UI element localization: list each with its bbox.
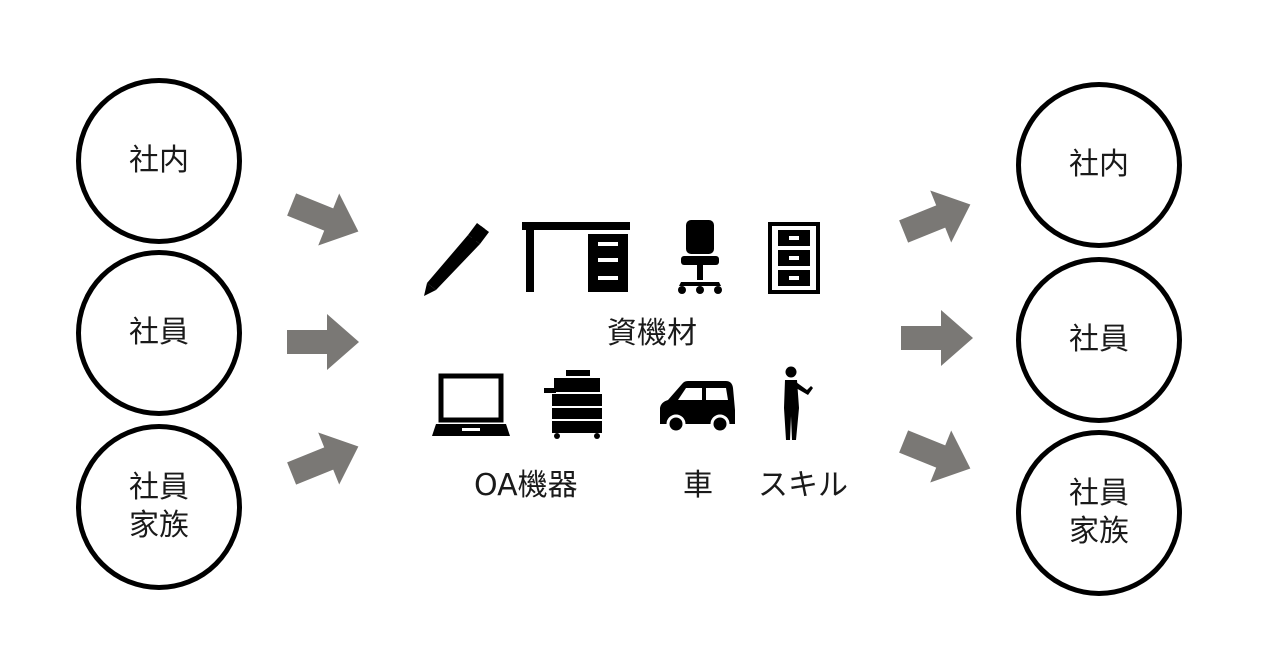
left-node-internal-label: 社内 [129,143,189,178]
oa-equipment-label: OA機器 [474,468,578,503]
arrow-left-bottom [287,432,359,485]
left-node-employee-label: 社員 [129,315,189,350]
arrow-left-middle [287,314,359,370]
arrow-right-bottom [899,430,971,483]
skill-label: スキル [758,468,848,503]
right-node-employee-label: 社員 [1069,322,1129,357]
arrow-right-top [899,190,971,243]
arrow-right-middle [901,310,973,366]
right-node-internal-label: 社内 [1069,147,1129,182]
desk-icon [522,222,630,292]
right-node-employee: 社員 [1016,257,1182,423]
left-node-employee: 社員 [76,250,242,416]
car-label: 車 [683,468,713,503]
right-node-family: 社員 家族 [1016,430,1182,596]
arrow-left-top [287,193,359,246]
pen-icon [424,223,489,296]
right-node-internal: 社内 [1016,82,1182,248]
left-node-internal: 社内 [76,78,242,244]
left-node-family-label: 社員 家族 [129,470,189,543]
materials-label: 資機材 [607,316,697,351]
person-presenting-icon [784,366,813,440]
office-chair-icon [678,220,722,294]
copier-icon [544,370,602,439]
laptop-icon [432,373,510,436]
right-node-family-label: 社員 家族 [1069,476,1129,549]
cabinet-icon [768,222,820,294]
car-icon [660,381,735,434]
left-node-family: 社員 家族 [76,424,242,590]
